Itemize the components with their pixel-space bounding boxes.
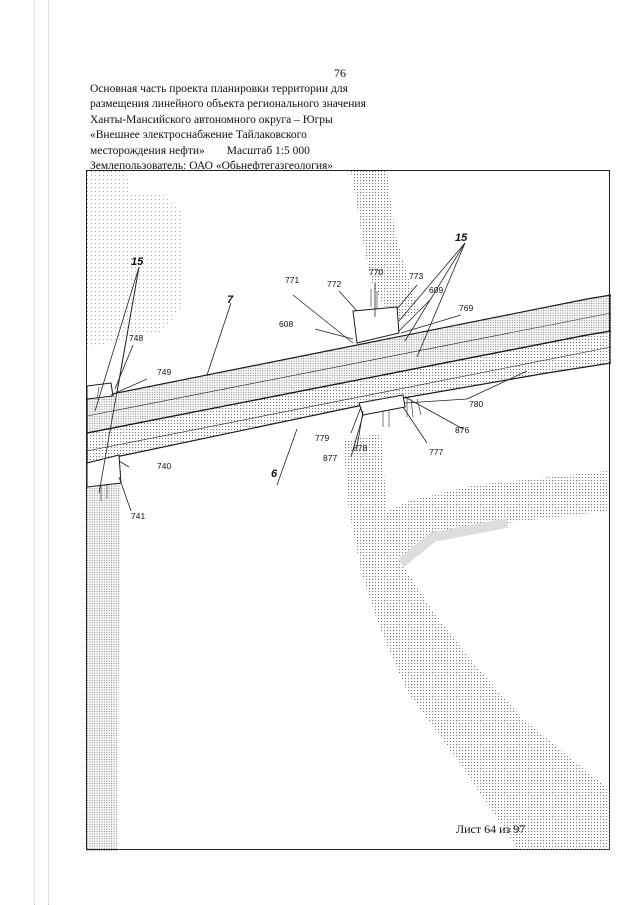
label-780: 780 <box>469 399 483 409</box>
parcel-bottom <box>358 394 406 416</box>
corridor-7 <box>87 294 611 434</box>
label-741: 741 <box>131 511 145 521</box>
label-608: 608 <box>279 319 293 329</box>
label-779: 779 <box>315 433 329 443</box>
lower-road-edge <box>397 518 508 567</box>
left-lower-strip <box>87 471 121 851</box>
header-line-3: Ханты-Мансийского автономного округа – Ю… <box>90 113 333 126</box>
label-770: 770 <box>369 267 383 277</box>
map-labels: 7 6 15 15 771 772 770 773 609 769 608 74… <box>129 232 483 521</box>
parcel-top <box>352 306 400 344</box>
label-876: 876 <box>455 425 469 435</box>
left-margin-line-2 <box>48 0 49 905</box>
label-769: 769 <box>459 303 473 313</box>
parcel-left-top <box>87 382 114 400</box>
label-878: 878 <box>353 443 367 453</box>
label-772: 772 <box>327 279 341 289</box>
label-773: 773 <box>409 271 423 281</box>
map-drawing: 7 6 15 15 771 772 770 773 609 769 608 74… <box>87 171 611 851</box>
leader-lines <box>94 242 528 512</box>
header-line-1: Основная часть проекта планировки террит… <box>90 83 348 95</box>
label-740: 740 <box>157 461 171 471</box>
label-group-15-left: 15 <box>131 256 144 268</box>
left-margin-line <box>34 0 35 905</box>
label-749: 749 <box>157 367 171 377</box>
map-frame: 7 6 15 15 771 772 770 773 609 769 608 74… <box>86 170 611 851</box>
label-group-15-right: 15 <box>455 232 468 244</box>
corridor-6-centerline <box>87 346 611 452</box>
sheet-number: Лист 64 из 97 <box>456 822 526 836</box>
header-line-5: месторождения нефти» Масштаб 1:5 000 <box>90 144 450 159</box>
deposit-name: месторождения нефти» <box>90 144 205 157</box>
document-header: Основная часть проекта планировки террит… <box>90 82 450 174</box>
hatch-marks <box>96 289 422 501</box>
left-background-area <box>87 171 183 349</box>
label-771: 771 <box>285 275 299 285</box>
lower-road <box>343 433 611 851</box>
label-609: 609 <box>429 285 443 295</box>
page-number: 76 <box>334 66 346 80</box>
land-user: Землепользователь: ОАО «Обьнефтегазгеоло… <box>90 160 334 173</box>
label-748: 748 <box>129 333 143 343</box>
corridor-6 <box>87 330 611 464</box>
upper-road <box>351 171 419 323</box>
header-line-2: размещения линейного объекта регионально… <box>90 98 366 111</box>
header-line-4: «Внешнее электроснабжение Тайлаковского <box>90 129 307 142</box>
label-877: 877 <box>323 453 337 463</box>
map-scale: Масштаб 1:5 000 <box>226 144 310 157</box>
label-corridor-7: 7 <box>227 294 234 306</box>
label-corridor-6: 6 <box>271 468 278 480</box>
corridor-7-centerline <box>87 312 611 417</box>
label-777: 777 <box>429 447 443 457</box>
